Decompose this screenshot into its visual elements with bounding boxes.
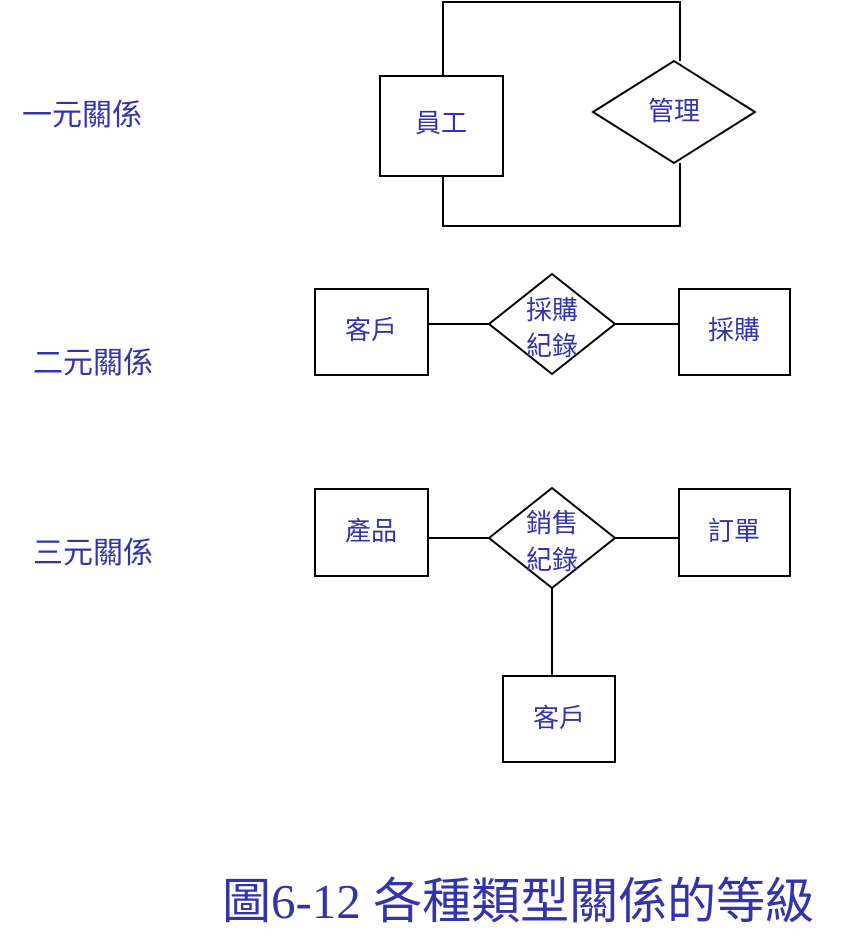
unary-entity-employee-label: 員工 [415,109,467,138]
figure-caption: 圖6-12 各種類型關係的等級 [222,874,815,929]
binary-relationship-label-line1: 採購 [526,296,578,325]
binary-entity-purchase-label: 採購 [708,316,760,345]
ternary-entity-customer-label: 客戶 [533,704,585,733]
unary-relationship-manage-label: 管理 [648,97,700,126]
label-binary-relationship: 二元關係 [33,347,153,380]
binary-entity-customer-label: 客戶 [345,316,397,345]
ternary-entity-order-label: 訂單 [708,517,760,546]
binary-relationship-purchase-record [487,272,617,376]
ternary-entity-order [678,488,791,577]
unary-bottom-loop-edge [442,163,681,227]
binary-relationship-label-line2: 紀錄 [526,332,578,361]
ternary-relationship-label-line2: 紀錄 [526,546,578,575]
binary-entity-customer [314,288,429,376]
binary-group: 客戶 採購 紀錄 採購 [314,272,791,376]
ternary-group: 產品 銷售 紀錄 訂單 客戶 [314,486,791,763]
binary-entity-purchase [678,288,791,376]
ternary-relationship-label-line1: 銷售 [526,509,578,538]
unary-top-loop-edge [442,1,681,76]
unary-entity-employee [379,75,504,177]
unary-group: 員工 管理 [379,1,757,227]
ternary-relationship-sales-record [487,486,617,590]
label-unary-relationship: 一元關係 [22,99,142,132]
ternary-entity-product [314,488,429,577]
ternary-entity-product-label: 產品 [345,517,397,546]
ternary-entity-customer [502,675,616,763]
label-ternary-relationship: 三元關係 [33,537,153,570]
unary-relationship-manage [591,59,757,165]
